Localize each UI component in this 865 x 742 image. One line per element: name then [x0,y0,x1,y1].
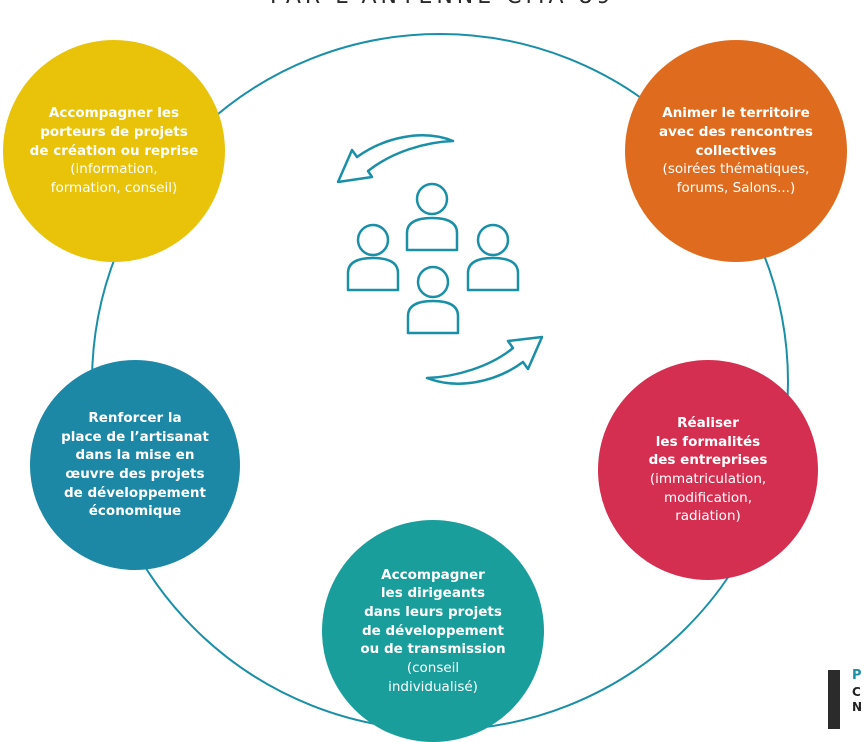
bubble-heading: Animer le territoire avec des rencontres… [659,105,813,159]
bubble-detail: (immatriculation, modification, radiatio… [649,471,767,525]
bubble-craft-development: Renforcer la place de l’artisanat dans l… [30,360,240,570]
person-icon [466,223,520,292]
bubble-heading: Accompagner les dirigeants dans leurs pr… [360,566,506,658]
bubble-heading: Réaliser les formalités des entreprises [648,415,768,469]
corner-line: P [852,668,862,683]
bubble-detail: (conseil individualisé) [388,659,478,695]
bubble-business-formalities: Réaliser les formalités des entreprises … [598,360,818,580]
person-icon [346,223,400,292]
arrow-left-icon [336,134,455,184]
diagram-title: PAR L'ANTENNE CMA 89 [270,0,610,18]
corner-line: C [852,684,861,699]
arrow-right-icon [425,335,544,385]
bubble-detail: (information, formation, conseil) [50,161,178,196]
bubble-detail: (soirées thématiques, forums, Salons...) [662,161,810,196]
corner-text: P C N [852,668,865,716]
bubble-project-support: Accompagner les porteurs de projets de c… [3,40,225,262]
bubble-heading: Accompagner les porteurs de projets de c… [29,105,199,159]
person-icon [405,182,459,252]
corner-line: N [852,700,863,715]
bubble-leader-support: Accompagner les dirigeants dans leurs pr… [322,520,544,742]
bubble-heading: Renforcer la place de l’artisanat dans l… [61,410,209,520]
corner-bar [828,670,840,729]
person-icon [406,265,460,335]
bubble-territory-events: Animer le territoire avec des rencontres… [625,40,847,262]
